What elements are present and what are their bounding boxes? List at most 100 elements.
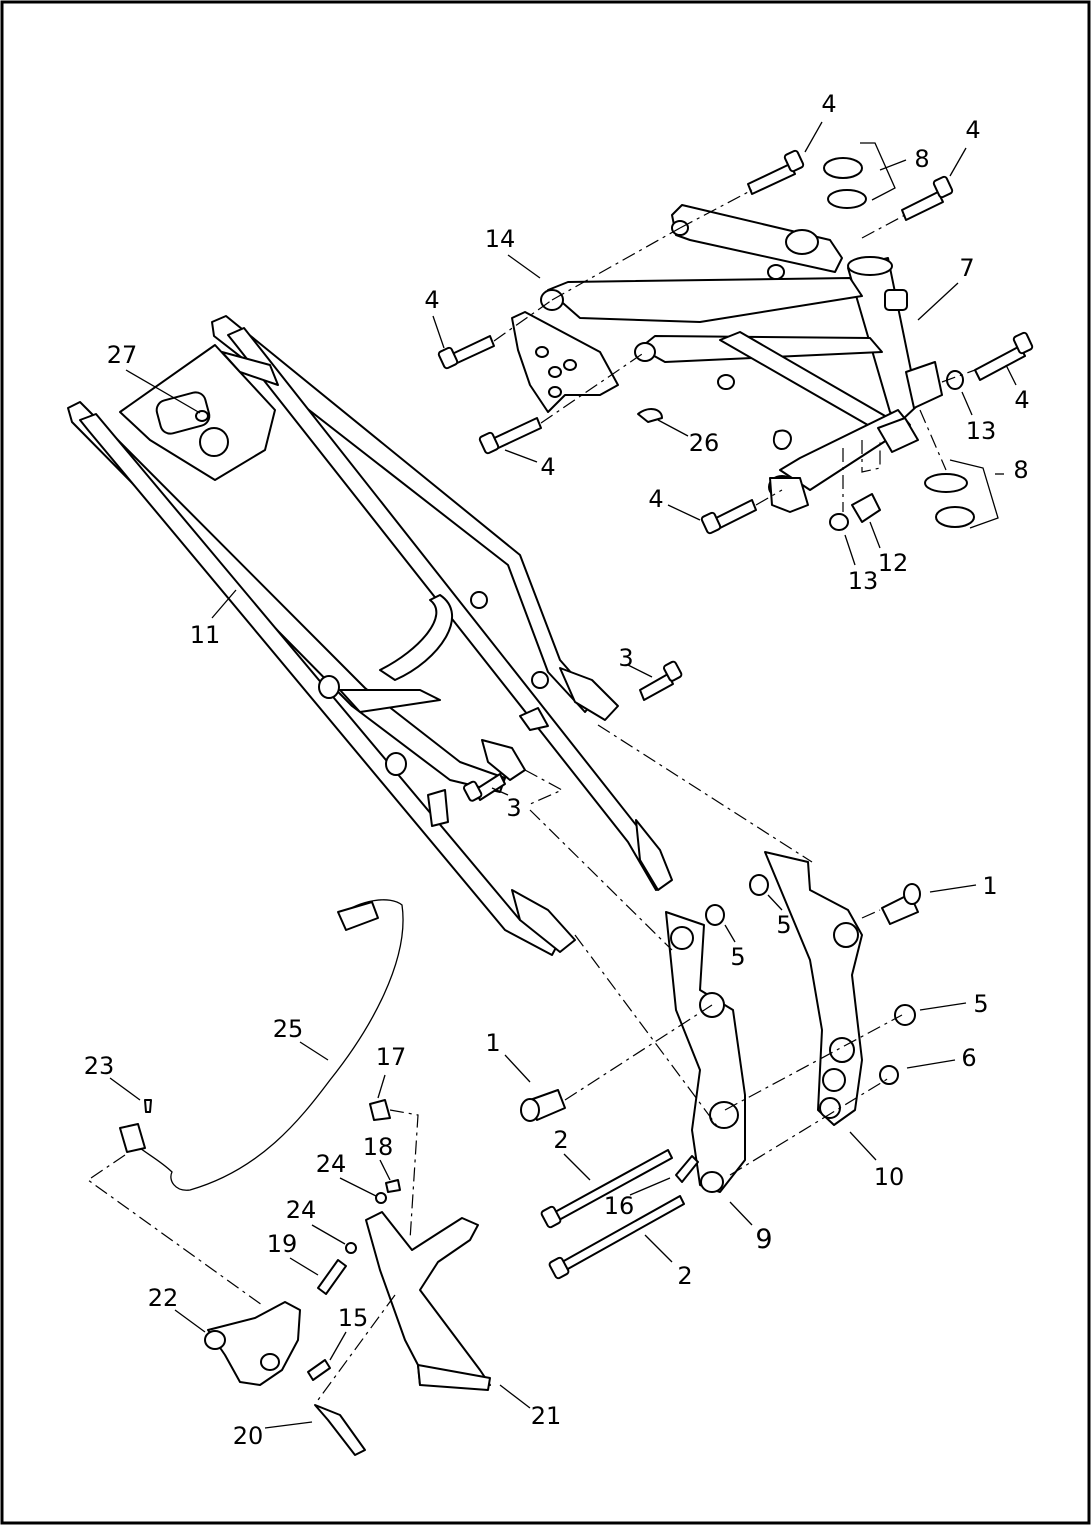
callout-8: 8 (1013, 456, 1028, 484)
plate-9-hole-lower (709, 1101, 739, 1129)
head-tube-bracket (905, 361, 943, 409)
dash-10 (861, 440, 881, 473)
assembly-centerlines (86, 189, 976, 1401)
rear-frame-assembly (67, 315, 673, 956)
frame-rivet (717, 374, 735, 390)
leader-11 (211, 589, 237, 619)
bolt-16 (675, 1155, 699, 1183)
bolt-4-right-mid-head (1012, 331, 1034, 355)
tray-round-hole (199, 427, 229, 457)
plate-10-hole-mid (829, 1037, 855, 1063)
sidestand-foot (417, 1364, 491, 1391)
bearing-race-8-lower (924, 473, 968, 493)
sidestand-21 (365, 1211, 491, 1386)
callout-11: 11 (190, 621, 221, 649)
callout-10: 10 (874, 1163, 905, 1191)
leader-2a (563, 1153, 591, 1181)
dash-4 (493, 299, 553, 342)
callout-3: 3 (618, 644, 633, 672)
callout-14: 14 (485, 225, 516, 253)
callout-23: 23 (84, 1052, 115, 1080)
callout-24: 24 (286, 1196, 317, 1224)
brace-8-upper (860, 142, 896, 201)
plate-10-hole-bottom (819, 1097, 841, 1119)
callout-9: 9 (755, 1224, 772, 1255)
dash-12 (524, 769, 564, 806)
callout-25: 25 (273, 1015, 304, 1043)
dash-19 (389, 1109, 419, 1241)
callout-7: 7 (959, 254, 974, 282)
dash-13 (529, 809, 673, 951)
sensor-body (119, 1123, 146, 1153)
callout-1: 1 (982, 872, 997, 900)
callout-8: 8 (914, 145, 929, 173)
leader-5c (919, 1002, 967, 1011)
rail-end-lower-left (511, 889, 576, 953)
dash-5 (540, 351, 646, 424)
callout-labels: 4 4 8 14 7 4 4 27 13 26 4 8 4 12 13 11 3… (84, 90, 1030, 1450)
lower-mount-lug (769, 477, 809, 513)
leader-10 (849, 1131, 877, 1161)
leader-1b (504, 1054, 531, 1083)
callout-16: 16 (604, 1192, 635, 1220)
callout-3: 3 (506, 794, 521, 822)
rail-end-upper-left (481, 739, 526, 781)
callout-21: 21 (531, 1402, 562, 1430)
callout-22: 22 (148, 1284, 179, 1312)
callout-15: 15 (338, 1304, 369, 1332)
leader-13b (844, 534, 856, 566)
dash-14 (574, 934, 721, 1131)
callout-13: 13 (966, 417, 997, 445)
bolt-3-lower-head (463, 780, 483, 802)
dash-3 (861, 214, 906, 239)
leader-4c (432, 315, 445, 349)
bolt-4-left-lower-head (478, 431, 500, 455)
callout-5: 5 (776, 911, 791, 939)
callout-5: 5 (730, 943, 745, 971)
frame-hook (772, 429, 792, 450)
top-tube-lug (767, 264, 785, 280)
rail-end-upper-right (559, 667, 619, 721)
head-tube-boss (884, 289, 908, 311)
callout-4: 4 (540, 453, 555, 481)
leader-9 (729, 1201, 753, 1226)
leader-8a (879, 159, 907, 171)
dash-7 (755, 489, 783, 506)
frame-tab (427, 789, 449, 827)
leader-5b (767, 894, 783, 911)
leader-22 (174, 1309, 206, 1333)
leader-3a (627, 664, 653, 678)
callout-2: 2 (677, 1262, 692, 1290)
leader-7 (917, 282, 959, 321)
dash-20 (86, 1154, 263, 1306)
callout-17: 17 (376, 1043, 407, 1071)
retainer-24-upper (375, 1192, 387, 1204)
bolt-3-upper (639, 673, 674, 701)
bracket-22-hole (204, 1330, 226, 1350)
long-bolt-2-lower-head (548, 1256, 570, 1280)
callout-5: 5 (973, 990, 988, 1018)
leader-4e (504, 449, 538, 463)
nut-27 (195, 410, 209, 422)
bolts-4 (437, 149, 1034, 535)
leader-19 (289, 1257, 319, 1276)
plate-10-hole-top (833, 922, 859, 948)
callout-4: 4 (648, 485, 663, 513)
dash-6 (941, 369, 976, 383)
leader-24a (339, 1177, 377, 1197)
bolt-4-right-mid (974, 345, 1026, 381)
callout-26: 26 (689, 429, 720, 457)
pivot-pin-19 (317, 1259, 347, 1295)
brace-8-lower (949, 459, 999, 529)
callout-19: 19 (267, 1230, 298, 1258)
rail-end-lower-right (635, 819, 673, 891)
leader-14 (507, 254, 541, 279)
side-plate-10 (764, 851, 863, 1126)
bearing-8-upper (823, 157, 863, 179)
callout-13: 13 (848, 567, 879, 595)
retainer-24-lower (345, 1242, 357, 1254)
steering-head-top (847, 256, 893, 276)
plate-10-hole-low (822, 1068, 846, 1092)
callout-4: 4 (821, 90, 836, 118)
